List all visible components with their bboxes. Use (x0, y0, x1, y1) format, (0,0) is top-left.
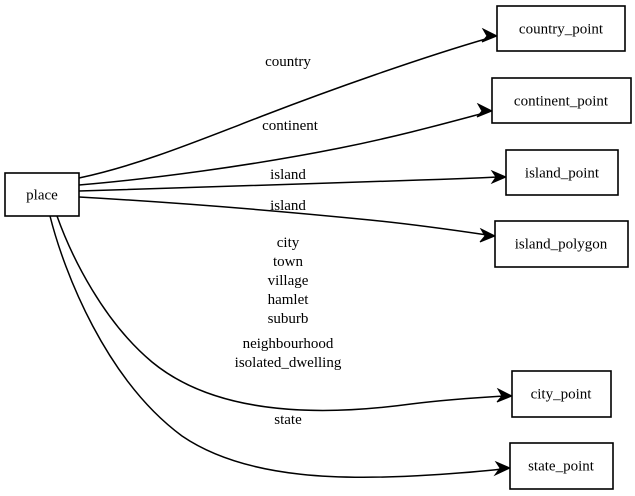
edge-group-state: state (49, 215, 512, 479)
edge-place-to-island_polygon[interactable] (78, 196, 488, 236)
arrowhead-island_point (490, 169, 508, 185)
node-label-island_point: island_point (525, 165, 600, 181)
arrowhead-island_polygon (479, 227, 497, 243)
node-box-state_point (509, 442, 614, 490)
node-box-city_point (511, 370, 612, 418)
edge-place-to-continent_point[interactable] (78, 112, 485, 186)
edge-label-village: village (268, 273, 309, 289)
edge-label-isolated-dwelling: isolated_dwelling (235, 355, 342, 371)
edge-label-island-polygon: island (270, 198, 306, 214)
edge-label-city: city (277, 235, 300, 251)
node-box-country_point (496, 5, 626, 52)
node-label-continent_point: continent_point (514, 93, 609, 109)
edge-label-neighbourhood: neighbourhood (243, 336, 334, 352)
edge-group-island-point: island (78, 167, 508, 192)
node-box-island_point (505, 149, 619, 196)
edge-label-city-list: city town village hamlet suburb neighbou… (235, 235, 342, 371)
arrowhead-state_point (493, 460, 512, 477)
arrowhead-country_point (481, 27, 499, 43)
edge-group-island-polygon: island (78, 196, 497, 243)
node-label-country_point: country_point (519, 21, 604, 37)
node-state_point[interactable]: state_point (509, 442, 614, 490)
edge-label-island-point: island (270, 167, 306, 183)
arrowhead-city_point (496, 387, 514, 403)
node-place[interactable]: place (4, 172, 80, 217)
edge-label-state: state (274, 412, 302, 428)
edge-group-country: country (78, 27, 499, 179)
node-box-island_polygon (494, 220, 629, 268)
node-label-state_point: state_point (528, 458, 595, 474)
edge-label-town: town (273, 254, 304, 270)
edge-group-continent: continent (78, 102, 494, 186)
node-label-place: place (26, 187, 58, 203)
edge-label-continent: continent (262, 118, 319, 134)
node-island_point[interactable]: island_point (505, 149, 619, 196)
edge-label-country: country (265, 54, 311, 70)
edge-group-city: city town village hamlet suburb neighbou… (56, 215, 514, 412)
edge-place-to-country_point[interactable] (78, 37, 490, 179)
node-box-continent_point (491, 77, 632, 124)
edge-label-hamlet: hamlet (268, 292, 310, 308)
arrowhead-continent_point (476, 102, 494, 118)
edge-place-to-island_point[interactable] (78, 176, 499, 192)
edge-place-to-city_point[interactable] (56, 215, 505, 412)
node-city_point[interactable]: city_point (511, 370, 612, 418)
edge-place-to-state_point[interactable] (49, 215, 503, 479)
edge-label-suburb: suburb (268, 311, 309, 327)
node-box-place (4, 172, 80, 217)
node-country_point[interactable]: country_point (496, 5, 626, 52)
node-label-city_point: city_point (531, 386, 593, 402)
node-island_polygon[interactable]: island_polygon (494, 220, 629, 268)
node-continent_point[interactable]: continent_point (491, 77, 632, 124)
node-label-island_polygon: island_polygon (515, 236, 608, 252)
